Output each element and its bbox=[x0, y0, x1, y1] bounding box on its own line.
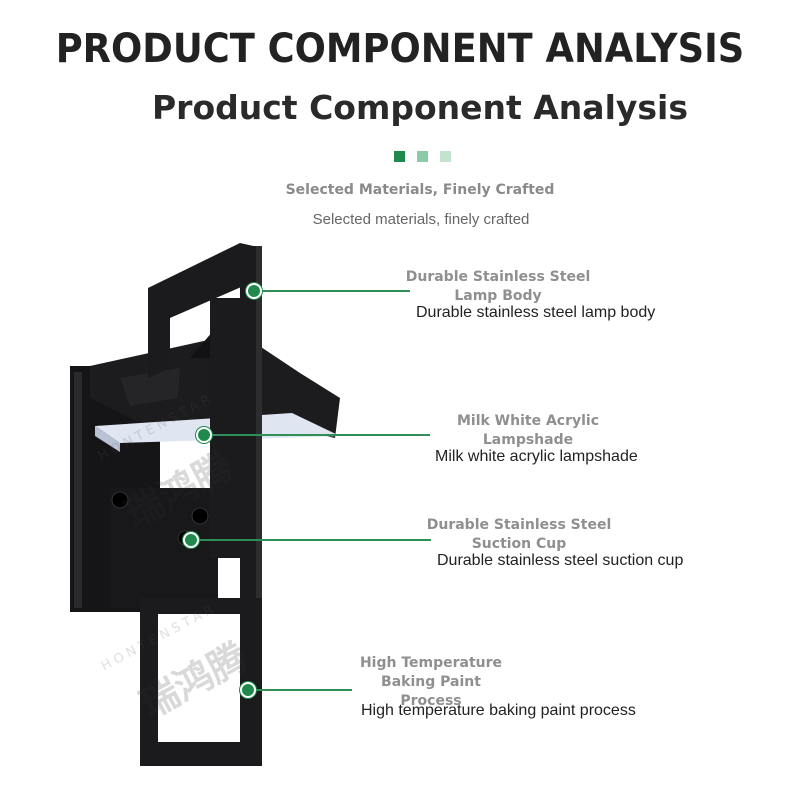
callout-marker-suction-cup bbox=[183, 532, 199, 548]
callout-desc-baking-paint: High temperature baking paint process bbox=[361, 702, 636, 719]
callout-title-line: Milk White Acrylic bbox=[456, 413, 600, 429]
callout-marker-lamp-body bbox=[246, 283, 262, 299]
tagline-light: Selected materials, finely crafted bbox=[312, 211, 530, 228]
callout-title-lampshade: Milk White Acrylic Lampshade bbox=[428, 412, 628, 450]
callout-line-lampshade bbox=[212, 434, 430, 436]
callout-desc-lamp-body: Durable stainless steel lamp body bbox=[416, 304, 656, 321]
accent-dot-3 bbox=[440, 151, 451, 162]
tagline-bold: Selected Materials, Finely Crafted bbox=[285, 182, 555, 198]
page-subtitle: Product Component Analysis bbox=[152, 88, 688, 127]
callout-marker-baking-paint bbox=[240, 682, 256, 698]
callout-title-baking-paint: High Temperature Baking Paint Process bbox=[350, 654, 512, 711]
callout-title-line: Durable Stainless Steel bbox=[405, 269, 591, 285]
callout-title-line: Baking Paint bbox=[381, 674, 481, 690]
callout-desc-suction-cup: Durable stainless steel suction cup bbox=[437, 552, 684, 569]
callout-title-lamp-body: Durable Stainless Steel Lamp Body bbox=[398, 268, 598, 306]
accent-dot-2 bbox=[417, 151, 428, 162]
callout-line-lamp-body bbox=[262, 290, 410, 292]
callout-title-line: Lamp Body bbox=[454, 288, 542, 304]
page-title: PRODUCT COMPONENT ANALYSIS bbox=[55, 26, 745, 72]
wall-lamp-illustration bbox=[70, 243, 340, 766]
callout-title-line: Lampshade bbox=[482, 432, 574, 448]
accent-dot-1 bbox=[394, 151, 405, 162]
callout-title-suction-cup: Durable Stainless Steel Suction Cup bbox=[419, 516, 619, 554]
accent-dots bbox=[394, 151, 451, 162]
callout-title-line: Process bbox=[400, 693, 462, 709]
frame-top bbox=[148, 243, 262, 378]
callout-marker-lampshade bbox=[196, 427, 212, 443]
callout-title-line: Suction Cup bbox=[471, 536, 567, 552]
callout-desc-lampshade: Milk white acrylic lampshade bbox=[435, 448, 638, 465]
callout-line-suction-cup bbox=[199, 539, 431, 541]
callout-line-baking-paint bbox=[256, 689, 352, 691]
callout-title-line: Durable Stainless Steel bbox=[426, 517, 612, 533]
callout-title-line: High Temperature bbox=[359, 655, 503, 671]
